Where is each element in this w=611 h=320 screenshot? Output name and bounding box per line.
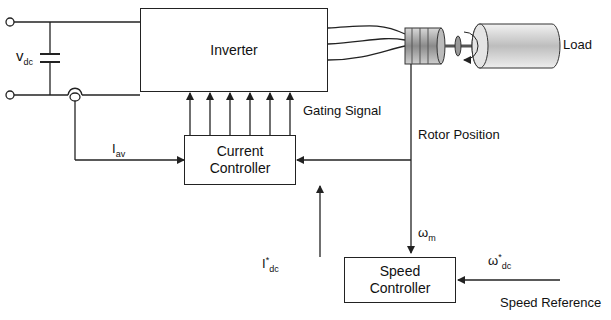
box-label: Inverter: [210, 42, 257, 59]
current-sensor: [68, 88, 184, 160]
signal-name: Rotor Position: [418, 128, 500, 142]
signal-arrow: [190, 93, 290, 135]
box-label: Speed Controller: [352, 263, 448, 297]
signal-name: Iav: [112, 142, 125, 159]
box-label: Current Controller: [192, 143, 288, 177]
speed-reference-wire: [458, 279, 560, 280]
controller-box: Speed Controller: [344, 257, 456, 303]
signal-name: I*dc: [262, 256, 279, 275]
part-name: Load: [563, 38, 592, 52]
signal-name: Speed Reference: [500, 296, 601, 310]
motor-load-illustration: [405, 24, 560, 68]
signal-name: ωm: [418, 226, 436, 243]
voltage-label: vdc: [16, 48, 33, 68]
signal-arrow: [320, 186, 321, 257]
signal-name: ω*dc: [488, 253, 511, 272]
signal-name: Gating Signal: [303, 104, 381, 118]
rotor-position-wire: [297, 64, 411, 253]
inverter-box: Inverter: [140, 8, 328, 92]
controller-box: Current Controller: [184, 135, 296, 185]
motor-leads: [328, 26, 405, 60]
dc-bus: [6, 18, 140, 99]
